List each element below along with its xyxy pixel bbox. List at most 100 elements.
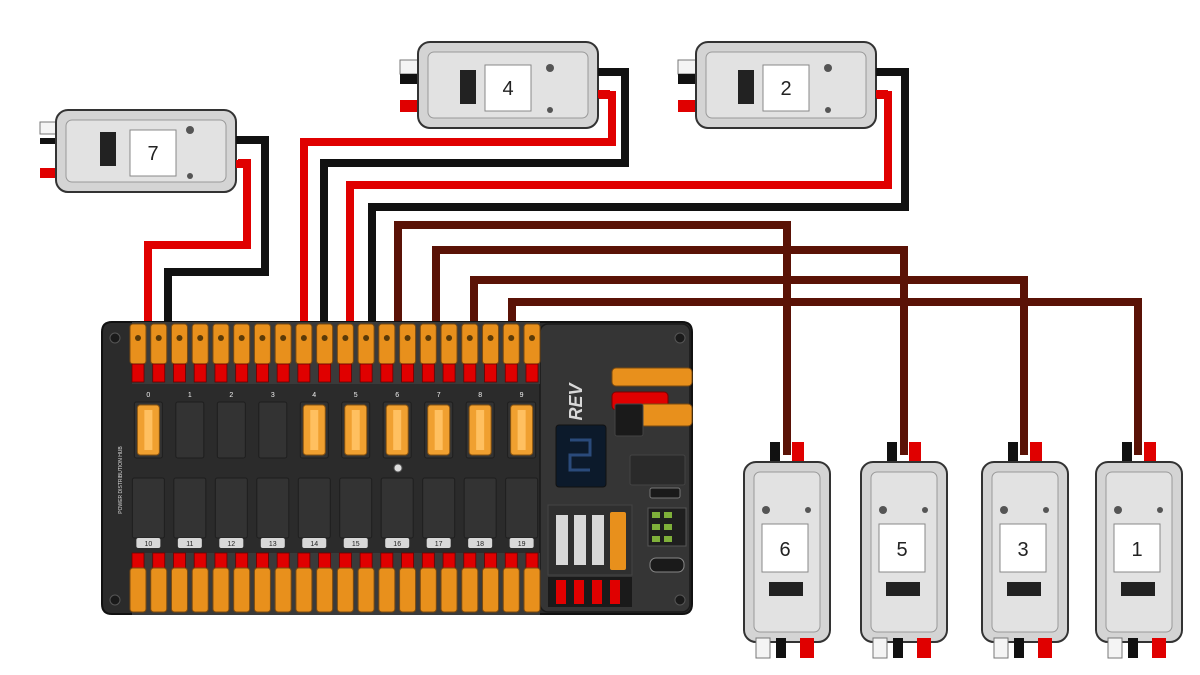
channel-number: 10 xyxy=(144,541,152,548)
terminal-lever[interactable] xyxy=(336,323,354,365)
fuse-slot xyxy=(131,477,165,539)
terminal-lever[interactable] xyxy=(378,323,396,365)
terminal-lever[interactable] xyxy=(419,567,437,613)
terminal-lever[interactable] xyxy=(523,323,541,365)
terminal-lever[interactable] xyxy=(212,567,230,613)
channel-number: 0 xyxy=(146,392,150,399)
fuse-slot xyxy=(214,477,248,539)
channel-label-tag xyxy=(385,538,410,548)
wire-controller-6 xyxy=(394,221,791,455)
terminal-lever[interactable] xyxy=(316,323,334,365)
channel-label-tag xyxy=(468,538,493,548)
terminal-lever[interactable] xyxy=(399,323,417,365)
mounting-hole xyxy=(109,594,121,606)
terminal-lever[interactable] xyxy=(274,567,292,613)
terminal-lever[interactable] xyxy=(461,323,479,365)
controller-label-box xyxy=(761,523,809,573)
terminal-socket xyxy=(359,552,373,570)
channel-number: 18 xyxy=(476,541,484,548)
terminal-lever[interactable] xyxy=(212,323,230,365)
status-led xyxy=(186,126,194,134)
status-led xyxy=(824,64,832,72)
controller-6: 6 xyxy=(743,442,831,659)
terminal-lever[interactable] xyxy=(150,567,168,613)
switchable-channel-block xyxy=(547,504,633,607)
terminal-socket xyxy=(442,363,456,383)
channel-number: 15 xyxy=(352,541,360,548)
terminal-lever[interactable] xyxy=(150,323,168,365)
channel-number: 5 xyxy=(354,392,358,399)
terminal-lever[interactable] xyxy=(461,567,479,613)
channel-number: 8 xyxy=(478,392,482,399)
terminal-lever[interactable] xyxy=(129,567,147,613)
fuse-slot xyxy=(175,401,205,459)
status-led xyxy=(1000,506,1008,514)
terminal-socket xyxy=(463,363,477,383)
can-port xyxy=(460,70,476,104)
terminal-lever[interactable] xyxy=(523,567,541,613)
terminal-lever[interactable] xyxy=(233,567,251,613)
terminal-release xyxy=(217,335,224,341)
terminal-socket xyxy=(380,363,394,383)
terminal-lever[interactable] xyxy=(399,567,417,613)
channel-label-tag xyxy=(509,538,534,548)
terminal-socket xyxy=(173,363,186,383)
controller-2: 2 xyxy=(677,41,888,129)
terminal-lever[interactable] xyxy=(378,567,396,613)
terminal-lever[interactable] xyxy=(336,567,354,613)
terminal-lever[interactable] xyxy=(316,567,334,613)
terminal-release xyxy=(508,335,515,341)
terminal-socket xyxy=(276,363,290,383)
controller-label-box xyxy=(878,523,926,573)
controller-number: 5 xyxy=(896,539,907,561)
terminal-release xyxy=(466,335,473,341)
terminal-lever[interactable] xyxy=(482,567,500,613)
channel-number: 17 xyxy=(435,541,443,548)
terminal-lever[interactable] xyxy=(482,323,500,365)
terminal-lever[interactable] xyxy=(295,323,313,365)
terminal-socket xyxy=(214,552,228,570)
terminal-socket xyxy=(359,363,373,383)
terminal-lever[interactable] xyxy=(129,323,147,365)
terminal-lever[interactable] xyxy=(295,567,313,613)
channel-number: 16 xyxy=(393,541,401,548)
terminal-socket xyxy=(152,363,166,383)
terminal-lever[interactable] xyxy=(502,323,520,365)
channel-number: 12 xyxy=(227,541,235,548)
terminal-lever[interactable] xyxy=(357,323,375,365)
mounting-hole xyxy=(109,332,121,344)
terminal-lever[interactable] xyxy=(191,323,209,365)
terminal-socket xyxy=(504,363,518,383)
terminal-lever[interactable] xyxy=(170,567,188,613)
terminal-lever[interactable] xyxy=(274,323,292,365)
terminal-lever[interactable] xyxy=(233,323,251,365)
terminal-lever[interactable] xyxy=(440,323,458,365)
fuse-slot xyxy=(505,477,539,539)
controller-number: 7 xyxy=(147,143,158,165)
terminal-lever[interactable] xyxy=(357,567,375,613)
fuse-slot xyxy=(380,477,414,539)
terminal-lever[interactable] xyxy=(253,567,271,613)
channel-number: 7 xyxy=(437,392,441,399)
status-led xyxy=(546,64,554,72)
channel-number: 3 xyxy=(271,392,275,399)
terminal-lever[interactable] xyxy=(253,323,271,365)
terminal-release xyxy=(529,335,535,341)
terminal-release xyxy=(135,335,141,341)
terminal-lever[interactable] xyxy=(170,323,188,365)
terminal-lever[interactable] xyxy=(191,567,209,613)
fuse-slot xyxy=(463,477,497,539)
terminal-lever[interactable] xyxy=(419,323,437,365)
terminal-socket xyxy=(421,363,435,383)
terminal-release xyxy=(197,335,204,341)
can-port xyxy=(100,132,116,166)
fuse-window xyxy=(434,410,443,450)
pdh-side-label: POWER DISTRIBUTION HUB xyxy=(118,446,124,514)
terminal-socket xyxy=(131,552,145,570)
usb-port xyxy=(649,487,681,499)
wire-positive-controller-2 xyxy=(346,91,892,332)
terminal-lever[interactable] xyxy=(440,567,458,613)
terminal-lever[interactable] xyxy=(502,567,520,613)
can-port xyxy=(1007,582,1041,596)
